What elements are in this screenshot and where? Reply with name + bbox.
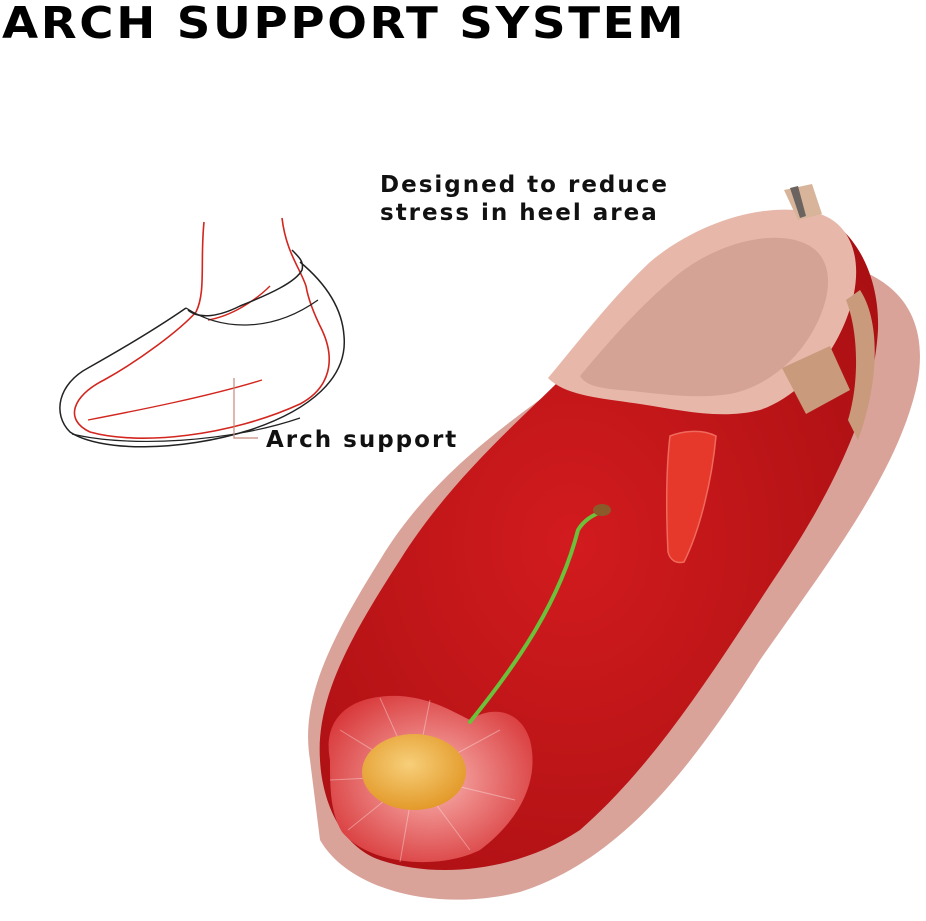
elastic-gore	[665, 430, 717, 564]
heel-callout-line-2: stress in heel area	[380, 200, 659, 226]
insole	[580, 237, 829, 397]
cherry-stem	[468, 510, 602, 724]
cherry-pit	[362, 734, 466, 810]
page-title: ARCH SUPPORT SYSTEM	[2, 0, 687, 49]
heel-callout-line-1: Designed to reduce	[380, 172, 669, 198]
heel-callout: Designed to reduce stress in heel area	[380, 171, 669, 227]
arch-support-label: Arch support	[266, 427, 459, 453]
side-tab	[782, 346, 850, 414]
